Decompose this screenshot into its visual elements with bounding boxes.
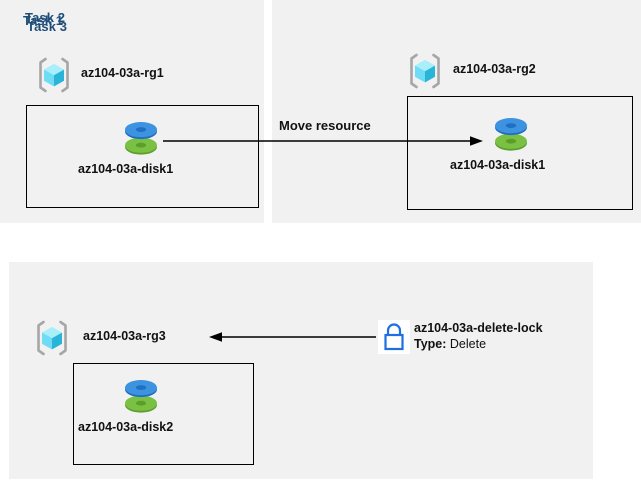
resource-group-boundary-task-3 bbox=[73, 363, 254, 465]
panel-task-3 bbox=[9, 262, 593, 479]
managed-disk-icon bbox=[491, 112, 531, 156]
resource-group-label-rg2: az104-03a-rg2 bbox=[453, 62, 536, 76]
resource-group-cube-icon bbox=[33, 319, 71, 357]
lock-name-label: az104-03a-delete-lock bbox=[414, 321, 543, 335]
lock-type-key: Type: bbox=[414, 337, 447, 351]
lock-details: az104-03a-delete-lock Type: Delete bbox=[414, 321, 543, 352]
resource-group-boundary-task-1 bbox=[26, 105, 259, 208]
resource-group-cube-icon bbox=[406, 52, 444, 90]
panel-title-task-3: Task 3 bbox=[27, 19, 68, 34]
resource-group-boundary-task-2 bbox=[407, 96, 633, 210]
lock-icon bbox=[378, 320, 410, 354]
panel-title-task-1: Task 1 bbox=[23, 13, 64, 28]
managed-disk-icon bbox=[121, 116, 161, 160]
connector-label-move-resource: Move resource bbox=[279, 118, 371, 133]
resource-group-cube-icon bbox=[35, 56, 73, 94]
lock-type-value: Delete bbox=[449, 337, 487, 351]
resource-group-label-rg3: az104-03a-rg3 bbox=[83, 329, 166, 343]
panel-task-1 bbox=[0, 0, 264, 223]
resource-group-label-rg1: az104-03a-rg1 bbox=[81, 66, 164, 80]
panel-title-task-2: Task 2 bbox=[25, 10, 66, 25]
resource-label-disk1-task1: az104-03a-disk1 bbox=[78, 162, 174, 176]
panel-task-2 bbox=[272, 0, 641, 223]
resource-label-disk2-task3: az104-03a-disk2 bbox=[78, 420, 174, 434]
lock-type-line: Type: Delete bbox=[414, 336, 543, 352]
resource-label-disk1-task2: az104-03a-disk1 bbox=[450, 158, 546, 172]
managed-disk-icon bbox=[121, 374, 161, 418]
